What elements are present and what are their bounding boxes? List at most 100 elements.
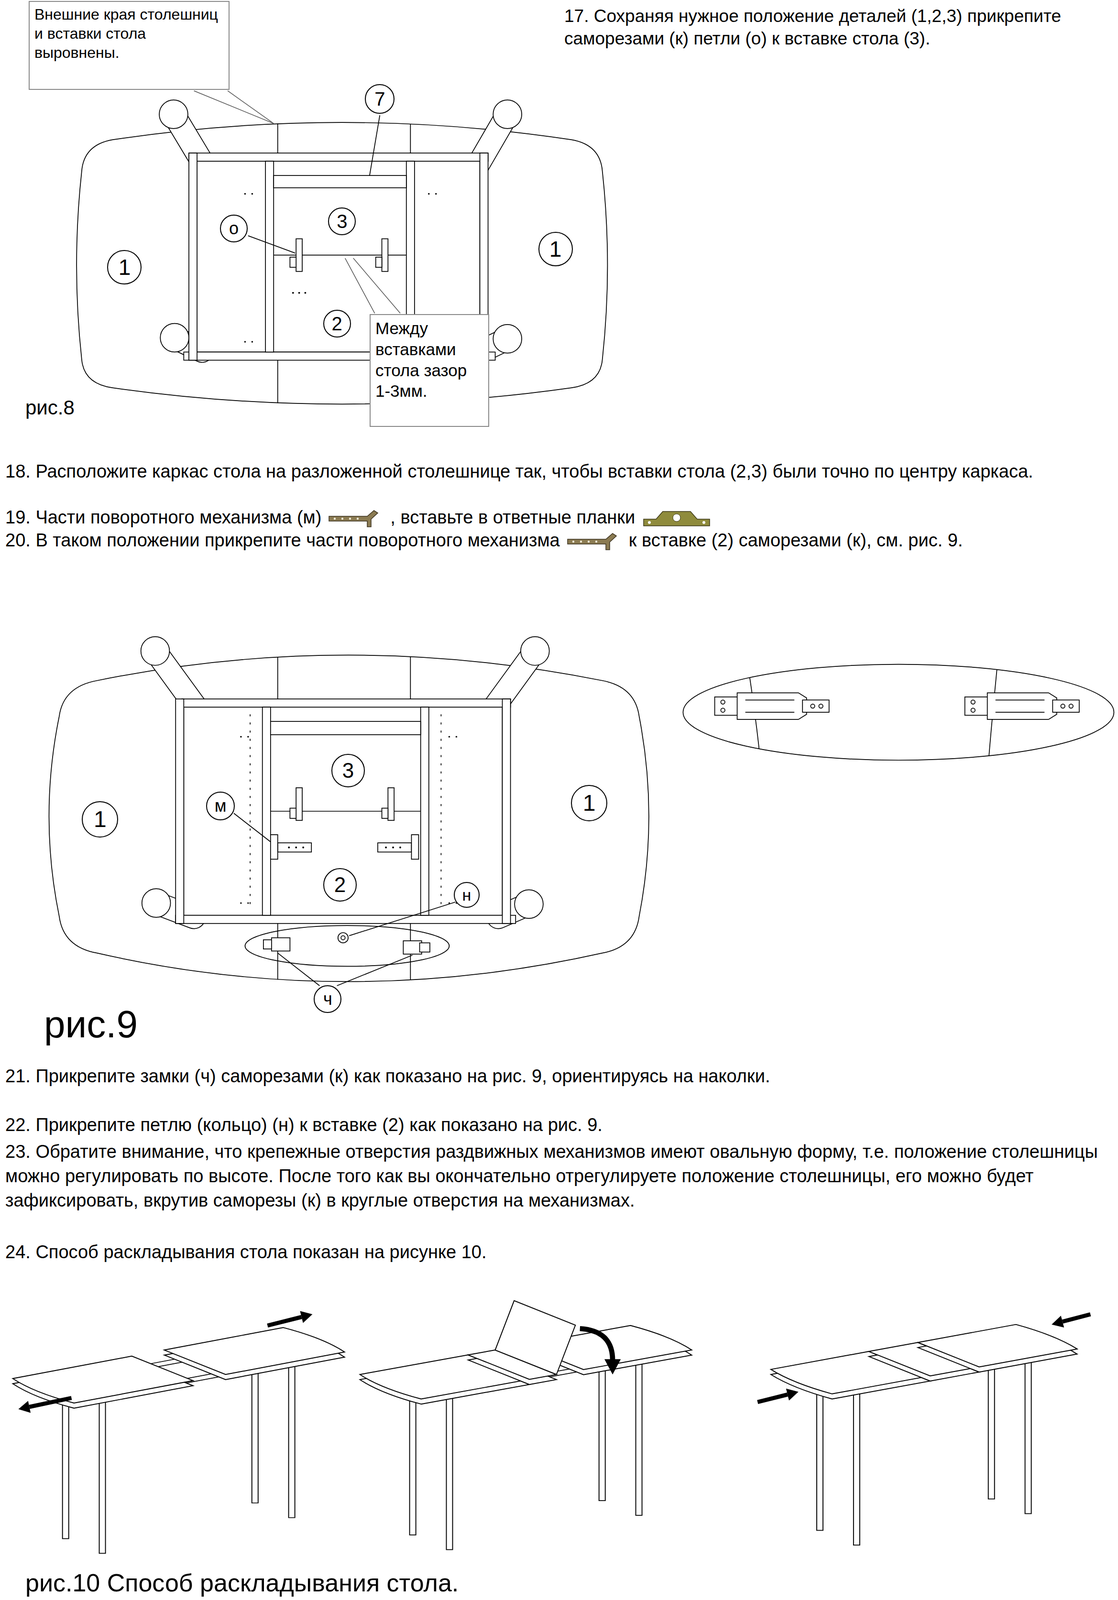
instruction-text: 24. Способ раскладывания стола показан н… [5, 1240, 1114, 1265]
drawing-circle [818, 704, 823, 709]
instruction-text: 20. В таком положении прикрепите части п… [5, 528, 1114, 552]
drawing-circle [244, 193, 246, 195]
motion-arrow [580, 1328, 613, 1361]
drawing-line [233, 813, 271, 843]
tabletop [918, 1325, 1078, 1368]
callout-number: 2 [323, 309, 351, 338]
drawing-circle [287, 846, 290, 849]
frame-part-fill [854, 1382, 860, 1546]
drawing-line [440, 714, 442, 909]
instruction-text: 17. Сохраняя нужное положение деталей (1… [564, 4, 1072, 50]
drawing-line [745, 699, 795, 701]
node-text: о [229, 219, 239, 238]
icon-hole [580, 540, 582, 543]
frame-part-fill [99, 1391, 105, 1554]
frame-part [853, 1382, 861, 1546]
drawing-circle [247, 902, 249, 904]
label-text: рис.8 [25, 396, 75, 419]
callout-number: 1 [538, 231, 573, 267]
drawing-circle [720, 708, 725, 713]
label-text: рис.10 Способ раскладывания стола. [25, 1569, 459, 1598]
drawing-circle [427, 193, 430, 195]
frame-part-fill [446, 1387, 452, 1550]
drawing-circle [720, 700, 725, 705]
node-text: Между вставками стола зазор 1-3мм. [375, 317, 484, 402]
motion-arrow [757, 1394, 788, 1403]
label-text: 17. Сохраняя нужное положение деталей (1… [564, 6, 1062, 49]
node-text: 1 [582, 791, 596, 815]
callout-number: ч [313, 985, 342, 1014]
frame-part-fill [636, 1352, 642, 1516]
instruction-text: 18. Расположите каркас стола на разложен… [5, 460, 1114, 483]
icon-hole [702, 521, 706, 525]
label-text: 18. Расположите каркас стола на разложен… [5, 461, 1034, 482]
drawing-line [277, 953, 320, 987]
label-text: , вставьте в ответные планки [390, 507, 636, 528]
drawing-circle [340, 935, 346, 941]
drawing-line [194, 90, 275, 124]
callout-number: н [453, 882, 480, 909]
motion-arrow [267, 1317, 302, 1327]
leg-end [160, 323, 189, 353]
drawing-ellipse [682, 664, 1114, 761]
frame-part [98, 1391, 107, 1555]
drawing-rect [387, 788, 395, 821]
mechanism-part-icon [327, 508, 385, 529]
drawing-circle [1069, 704, 1074, 709]
drawing-rect [181, 699, 511, 708]
drawing-g [194, 90, 401, 314]
arrow-head [18, 1401, 31, 1414]
callout-number: 1 [81, 801, 119, 838]
drawing-circle [295, 846, 297, 849]
drawing-line [227, 90, 274, 124]
drawing-rect [295, 238, 303, 272]
drawing-circle [244, 340, 246, 343]
drawing-rect [175, 699, 184, 924]
node-text: н [461, 887, 472, 904]
node-text: 3 [342, 760, 354, 782]
leg-end [142, 888, 171, 918]
drawing-rect [188, 153, 489, 162]
drawing-circle [292, 292, 295, 295]
drawing-path [737, 692, 807, 720]
icon-hole [672, 514, 681, 522]
callout-number: о [219, 214, 248, 243]
drawing-circle [810, 704, 815, 709]
node-text: м [214, 797, 227, 815]
drawing-line [353, 258, 401, 314]
drawing-line [349, 902, 456, 936]
label-text: 23. Обратите внимание, что крепежные отв… [5, 1141, 1098, 1211]
drawing-rect [289, 808, 296, 819]
drawing-line [369, 115, 380, 176]
drawing-circle [1060, 704, 1065, 709]
icon-hole [647, 521, 651, 525]
mechanism-part-icon [565, 531, 624, 552]
arrow-head [299, 1311, 313, 1324]
icon-hole [595, 540, 598, 543]
label-text: 22. Прикрепите петлю (кольцо) (н) к вста… [5, 1115, 603, 1136]
icon-shape [328, 510, 378, 527]
callout-note: Внешние края столешниц и вставки стола в… [28, 0, 230, 90]
drawing-circle [448, 735, 450, 738]
drawing-rect [802, 700, 830, 713]
leg-end [493, 99, 522, 129]
drawing-circle [392, 846, 395, 849]
callout-note: Между вставками стола зазор 1-3мм. [369, 314, 490, 428]
callout-number: 3 [331, 754, 365, 788]
drawing-circle [247, 735, 249, 738]
label-text: к вставке (2) саморезами (к), см. рис. 9… [628, 530, 964, 551]
drawing-line [248, 235, 296, 253]
node-text: 7 [374, 89, 385, 109]
instruction-text: рис.8 [25, 395, 169, 420]
node-text: 1 [549, 238, 562, 261]
icon-hole [333, 517, 336, 520]
callout-number: 2 [323, 868, 357, 902]
motion-arrow [29, 1398, 72, 1408]
drawing-circle [455, 735, 458, 738]
drawing-circle [298, 292, 301, 295]
drawing-ellipse [244, 925, 450, 967]
drawing-rect [265, 161, 274, 352]
tabletop [164, 1327, 345, 1375]
drawing-line [337, 955, 413, 987]
frame-part [288, 1355, 296, 1519]
